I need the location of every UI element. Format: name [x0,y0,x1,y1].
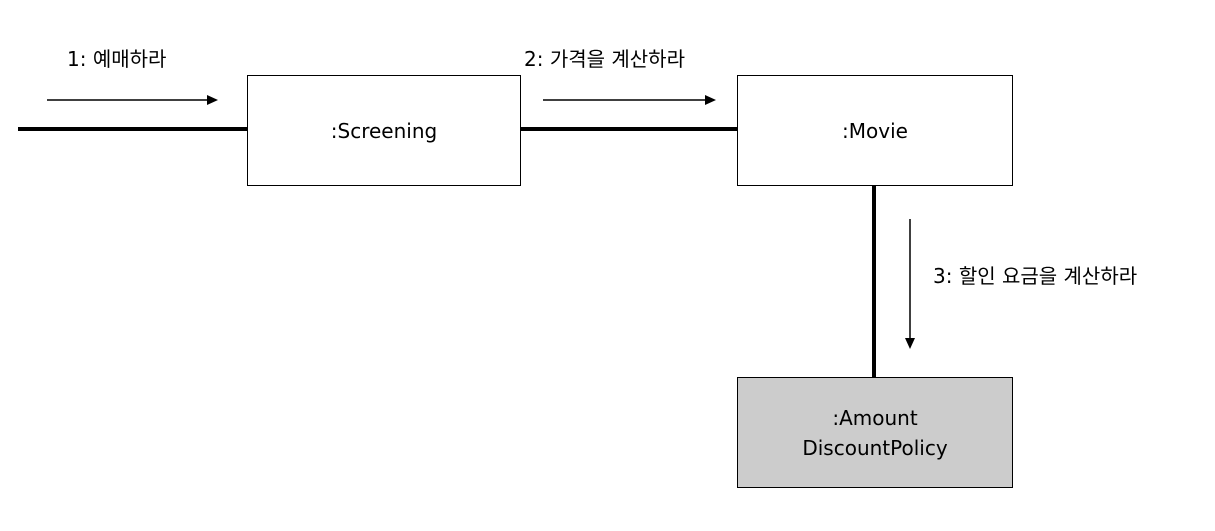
object-amount-discount-policy-label: :Amount DiscountPolicy [802,405,948,460]
object-screening-label: :Screening [330,118,438,143]
message-2-label: 2: 가격을 계산하라 [524,47,685,71]
message-3-arrow [905,219,915,349]
object-movie-label: :Movie [842,118,908,143]
object-screening: :Screening [247,75,521,186]
object-amount-discount-policy: :Amount DiscountPolicy [737,377,1013,488]
message-1-arrow [47,95,218,105]
message-3-label: 3: 할인 요금을 계산하라 [933,264,1138,288]
message-1-label: 1: 예매하라 [67,47,167,71]
message-2-arrow [543,95,716,105]
object-movie: :Movie [737,75,1013,186]
